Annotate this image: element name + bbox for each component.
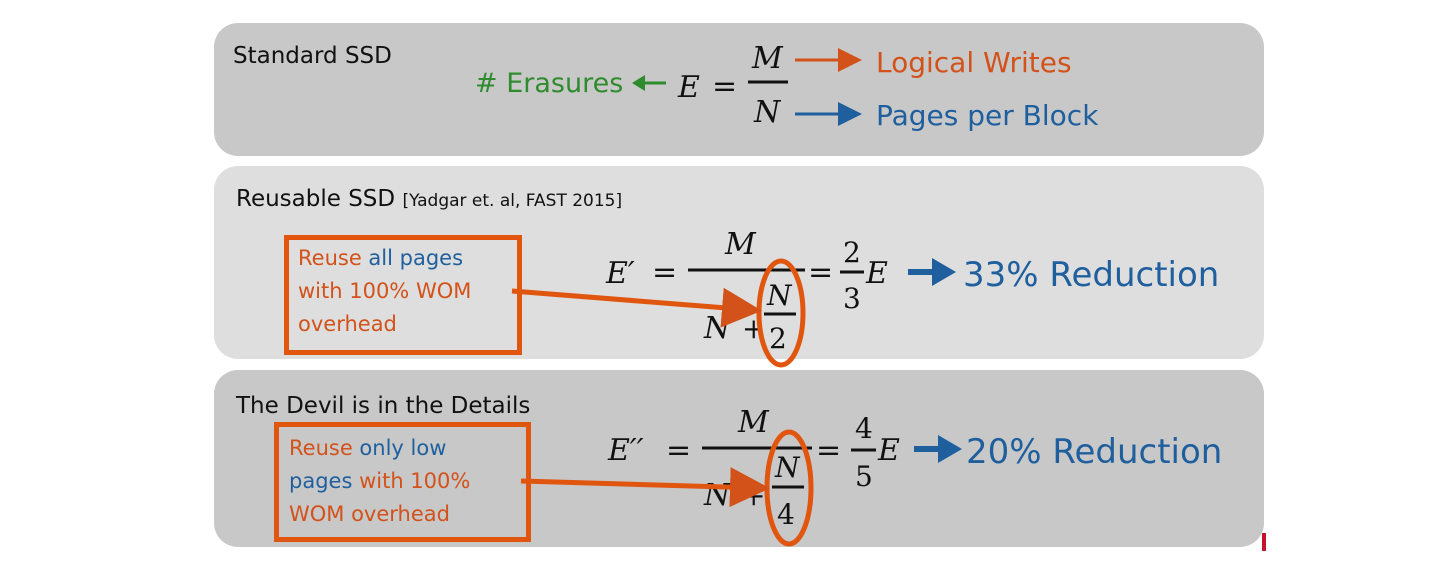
- p3-inner-numerator: N: [774, 451, 801, 484]
- panel3-note-segment: WOM overhead: [289, 502, 450, 526]
- p2-equals2: =: [808, 255, 833, 290]
- panel2-note-segment: overhead: [298, 312, 397, 336]
- erasures-label: # Erasures: [475, 68, 623, 99]
- p2-lhs: E′: [605, 256, 635, 291]
- slide-marker: [1262, 533, 1266, 551]
- panel2-note-box: [284, 235, 522, 355]
- panel3-note-line: WOM overhead: [289, 498, 470, 531]
- p3-ratio-tail: E: [877, 433, 900, 468]
- panel2-note-segment: Reuse: [298, 246, 369, 270]
- p2-ratio-tail: E: [865, 256, 888, 291]
- panel2-citation: [Yadgar et. al, FAST 2015]: [402, 191, 623, 211]
- panel3-heading: The Devil is in the Details: [236, 393, 531, 419]
- p2-pointer-arrow: [511, 287, 762, 328]
- left-arrow-icon: [632, 75, 666, 91]
- devil-details-panel: [214, 370, 1264, 547]
- p2-inner-numerator: N: [766, 279, 793, 312]
- p3-denominator-n: N: [703, 478, 732, 513]
- panel2-note-segment: with 100% WOM: [298, 279, 472, 303]
- p1-denominator: N: [753, 95, 782, 130]
- p2-numerator: M: [724, 227, 757, 262]
- p2-ratio-denominator: 3: [843, 282, 861, 315]
- panel3-note-segment: only low: [359, 436, 447, 460]
- p3-ratio-denominator: 5: [855, 460, 873, 493]
- p2-ratio-numerator: 2: [843, 236, 861, 269]
- right-arrow-icon: [908, 258, 956, 286]
- p1-lhs: E: [677, 70, 700, 105]
- p2-result: 33% Reduction: [963, 255, 1219, 295]
- p2-inner-denominator: 2: [769, 322, 787, 355]
- pages-per-block-label: Pages per Block: [876, 99, 1099, 132]
- panel2-note-segment: all pages: [368, 246, 464, 270]
- p1-numerator: M: [751, 41, 784, 76]
- p3-ratio-numerator: 4: [855, 412, 873, 445]
- panel3-note-line: pages with 100%: [289, 465, 470, 498]
- panel2-note-line: with 100% WOM: [298, 275, 471, 308]
- p3-plus: +: [742, 479, 765, 512]
- logical-writes-label: Logical Writes: [876, 46, 1072, 79]
- panel2-note-line: Reuse all pages: [298, 242, 471, 275]
- standard-ssd-panel: [214, 23, 1264, 156]
- panel3-note-segment: with 100%: [359, 469, 471, 493]
- p3-numerator: M: [737, 405, 770, 440]
- p1-equals: =: [712, 69, 737, 104]
- p3-lhs: E′′: [607, 433, 644, 468]
- panel3-note-segment: Reuse: [289, 436, 360, 460]
- p3-pointer-arrow: [520, 467, 770, 508]
- p2-denominator-n: N: [703, 311, 732, 346]
- p3-result: 20% Reduction: [966, 432, 1222, 472]
- p3-equals: =: [666, 433, 691, 468]
- panel2-note-text: Reuse all pages with 100% WOM overhead: [298, 242, 471, 341]
- right-arrow-icon: [914, 435, 962, 463]
- panel1-heading: Standard SSD: [233, 43, 392, 69]
- panel2-title: Reusable SSD: [236, 186, 396, 212]
- panel3-note-line: Reuse only low: [289, 432, 470, 465]
- panel2-heading: Reusable SSD [Yadgar et. al, FAST 2015]: [236, 186, 622, 212]
- p2-equals: =: [652, 255, 677, 290]
- p3-inner-denominator: 4: [777, 498, 795, 531]
- panel3-note-segment: pages: [289, 469, 360, 493]
- panel2-note-line: overhead: [298, 308, 471, 341]
- p3-equals2: =: [816, 433, 841, 468]
